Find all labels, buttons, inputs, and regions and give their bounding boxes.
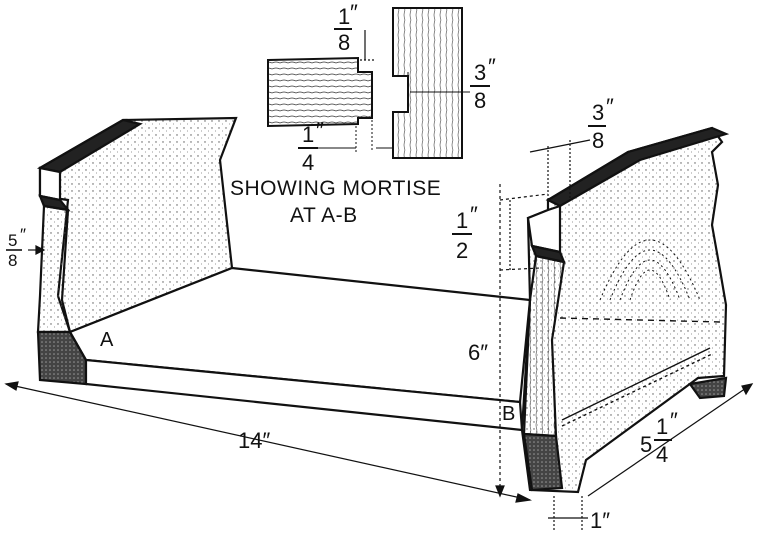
- dim-unit: ″: [606, 94, 614, 119]
- dim-denominator: 8: [338, 30, 350, 55]
- dim-numerator: 3: [474, 60, 486, 85]
- point-a-label: A: [100, 329, 114, 351]
- dim-depth: 5 1 4 ″: [640, 408, 678, 467]
- dim-height: 6″: [468, 340, 488, 365]
- dim-length: 14″: [238, 428, 270, 453]
- dim-unit: ″: [350, 0, 358, 25]
- inset-dim-three-eighths: 3 8 ″: [470, 54, 496, 113]
- dim-denominator: 4: [656, 442, 668, 467]
- dim-foot: 1″: [590, 508, 610, 533]
- dim-denominator: 8: [592, 128, 604, 153]
- dim-unit: ″: [670, 408, 678, 433]
- dim-denominator: 2: [456, 238, 468, 263]
- dim-step: 1 2 ″: [452, 202, 478, 263]
- dim-unit: ″: [316, 118, 324, 143]
- caption-line-2: AT A-B: [290, 204, 358, 227]
- bookrack: [36, 116, 730, 494]
- dim-denominator: 8: [474, 88, 486, 113]
- dim-numerator: 3: [592, 100, 604, 125]
- dim-unit: ″: [20, 225, 26, 244]
- caption-line-1: SHOWING MORTISE: [230, 177, 441, 200]
- right-foot: [522, 432, 564, 492]
- dim-unit: ″: [488, 54, 496, 79]
- dim-whole: 5: [640, 432, 652, 457]
- dim-unit: ″: [470, 202, 478, 227]
- dimension-lines: [4, 139, 754, 530]
- inset-dim-eighth: 1 8 ″: [334, 0, 358, 55]
- dim-denominator: 4: [302, 150, 314, 175]
- tenon-piece: [267, 56, 373, 128]
- inset-dim-quarter: 1 4 ″: [298, 118, 324, 175]
- dim-numerator: 1: [456, 208, 468, 233]
- mortise-piece: [392, 7, 463, 159]
- dim-denominator: 8: [8, 251, 17, 270]
- dim-numerator: 1: [302, 122, 314, 147]
- right-end-notch: [526, 204, 562, 254]
- right-back-foot: [688, 376, 728, 400]
- dim-end-side: 5 8 ″: [6, 225, 26, 270]
- dim-numerator: 1: [338, 4, 350, 29]
- dim-end-top: 3 8 ″: [588, 94, 614, 153]
- mortise-inset: [267, 7, 470, 159]
- dim-numerator: 5: [8, 231, 17, 250]
- left-end-notch: [38, 166, 62, 202]
- point-b-label: B: [502, 403, 515, 425]
- dim-numerator: 1: [656, 414, 668, 439]
